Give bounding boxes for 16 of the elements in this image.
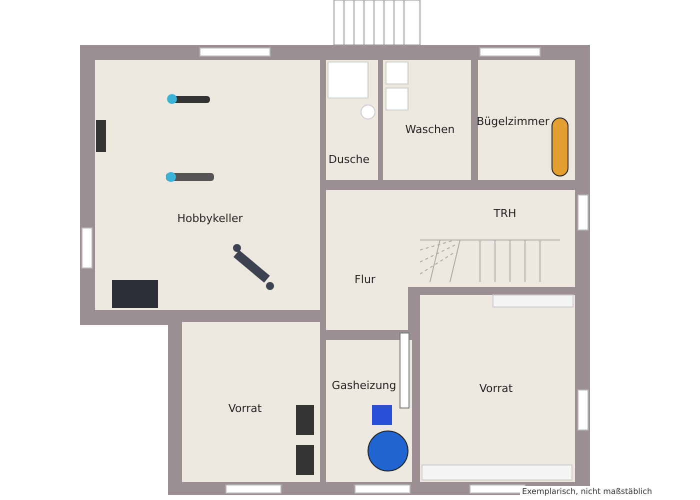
room-label: Waschen (405, 122, 455, 138)
room-area (408, 190, 575, 287)
room-label: Flur (354, 272, 376, 288)
note-text: Exemplarisch, nicht maßstäblich (520, 486, 654, 498)
room-area (383, 60, 471, 180)
room-label: Gasheizung (332, 378, 396, 394)
room-label: Vorrat (479, 380, 513, 397)
room-area (95, 60, 320, 310)
room-label: TRH (494, 206, 516, 222)
room-label: Hobbykeller (177, 210, 243, 227)
room-label: Dusche (328, 152, 370, 168)
room-area (182, 322, 320, 482)
room-area (478, 60, 575, 180)
room-label: Vorrat (228, 400, 262, 417)
room-label: Bügelzimmer (476, 114, 550, 130)
room-area (326, 190, 408, 330)
